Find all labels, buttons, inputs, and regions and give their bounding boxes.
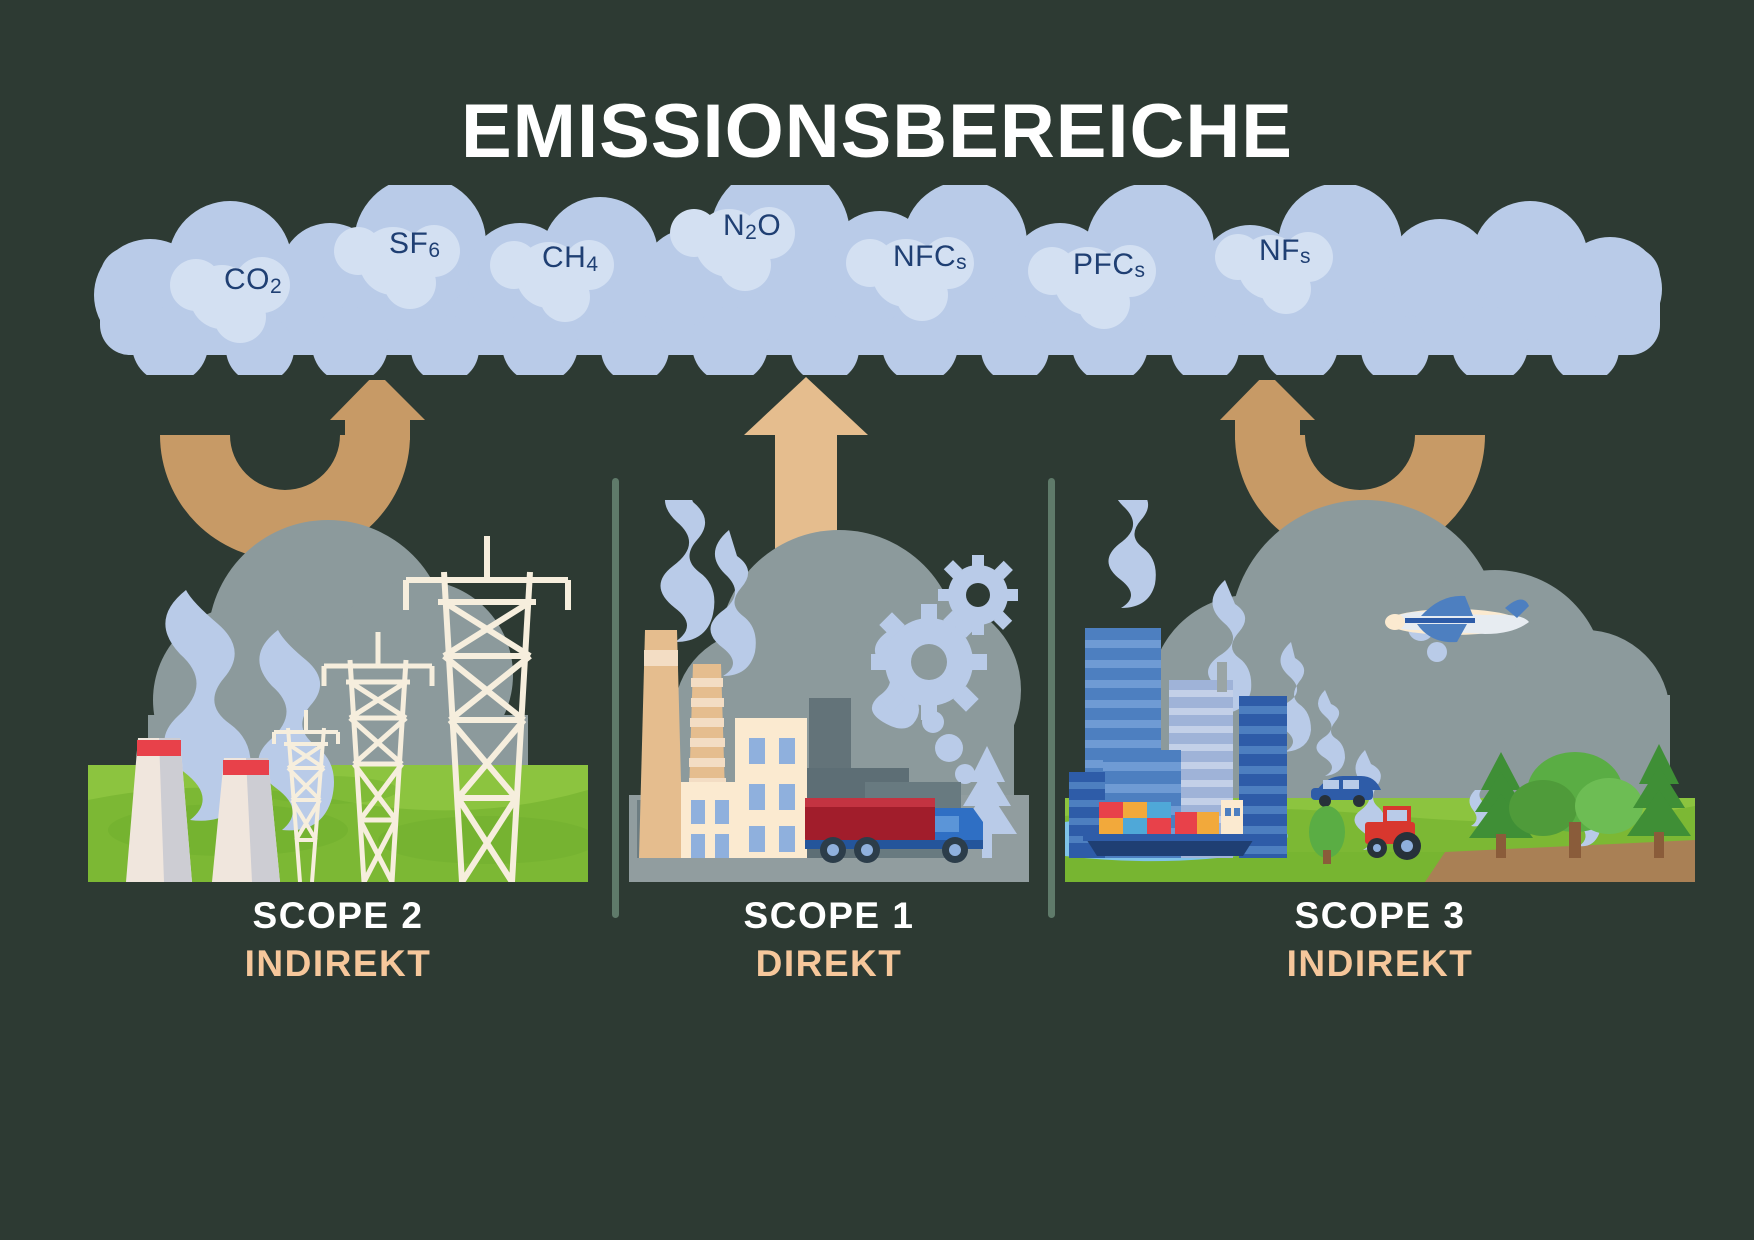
page-title: EMISSIONSBEREICHE bbox=[460, 89, 1294, 174]
caption-scope-3: SCOPE 3 INDIREKT bbox=[1065, 893, 1695, 989]
gas-puff-nfs bbox=[1215, 232, 1333, 314]
kind-label-3: INDIREKT bbox=[1286, 943, 1474, 985]
caption-scope-2: SCOPE 2 INDIREKT bbox=[88, 893, 588, 989]
scope-label-1: SCOPE 1 bbox=[743, 895, 915, 936]
containers bbox=[1099, 802, 1219, 834]
gas-label-pfcs: PFCs bbox=[1073, 248, 1146, 282]
gas-label-sf6: SF6 bbox=[389, 227, 441, 262]
scene-scope-3 bbox=[1065, 500, 1695, 882]
gas-label-nfs: NFs bbox=[1259, 234, 1311, 268]
gear-small bbox=[938, 555, 1018, 635]
scene-scope-1 bbox=[629, 500, 1029, 882]
gas-puff-ch4 bbox=[490, 240, 614, 322]
cargo-ship bbox=[1083, 800, 1257, 856]
gas-label-n2o: N2O bbox=[723, 209, 782, 244]
gas-label-ch4: CH4 bbox=[542, 241, 599, 276]
gas-puff-co2 bbox=[170, 257, 290, 343]
gas-label-nfcs: NFCs bbox=[893, 240, 968, 274]
chimney-tall bbox=[639, 630, 683, 858]
gas-puff-pfcs bbox=[1028, 245, 1156, 329]
cooling-tower-2 bbox=[212, 758, 280, 882]
kind-label-1: DIREKT bbox=[755, 943, 903, 985]
scope-label-3: SCOPE 3 bbox=[1294, 895, 1466, 936]
car bbox=[1311, 776, 1381, 807]
tractor bbox=[1365, 806, 1421, 860]
caption-scope-1: SCOPE 1 DIREKT bbox=[629, 893, 1029, 989]
divider-right bbox=[1048, 478, 1055, 918]
pylon-medium bbox=[321, 632, 435, 882]
gas-label-co2: CO2 bbox=[224, 263, 283, 298]
cloud-shape bbox=[94, 165, 1662, 383]
gas-puff-nfcs bbox=[846, 237, 974, 321]
scene-scope-2 bbox=[88, 520, 588, 882]
gas-puff-n2o bbox=[670, 207, 795, 291]
gas-puff-sf6 bbox=[334, 225, 460, 309]
semi-truck bbox=[805, 798, 983, 863]
smoke-wisps-scope-3 bbox=[1108, 500, 1601, 850]
pylon-large bbox=[403, 536, 571, 882]
greenhouse-gas-cloud-band: CO2 SF6 CH4 N2O NFCs PFCs NFs bbox=[0, 165, 1754, 383]
pylon-small bbox=[272, 710, 340, 882]
factory-building bbox=[681, 718, 807, 858]
trees-right bbox=[1309, 744, 1691, 864]
airplane bbox=[1385, 595, 1529, 643]
kind-label-2: INDIREKT bbox=[244, 943, 432, 985]
gear-large bbox=[871, 604, 987, 720]
scope-label-2: SCOPE 2 bbox=[252, 895, 424, 936]
divider-left bbox=[612, 478, 619, 918]
cooling-tower-1 bbox=[126, 738, 192, 882]
